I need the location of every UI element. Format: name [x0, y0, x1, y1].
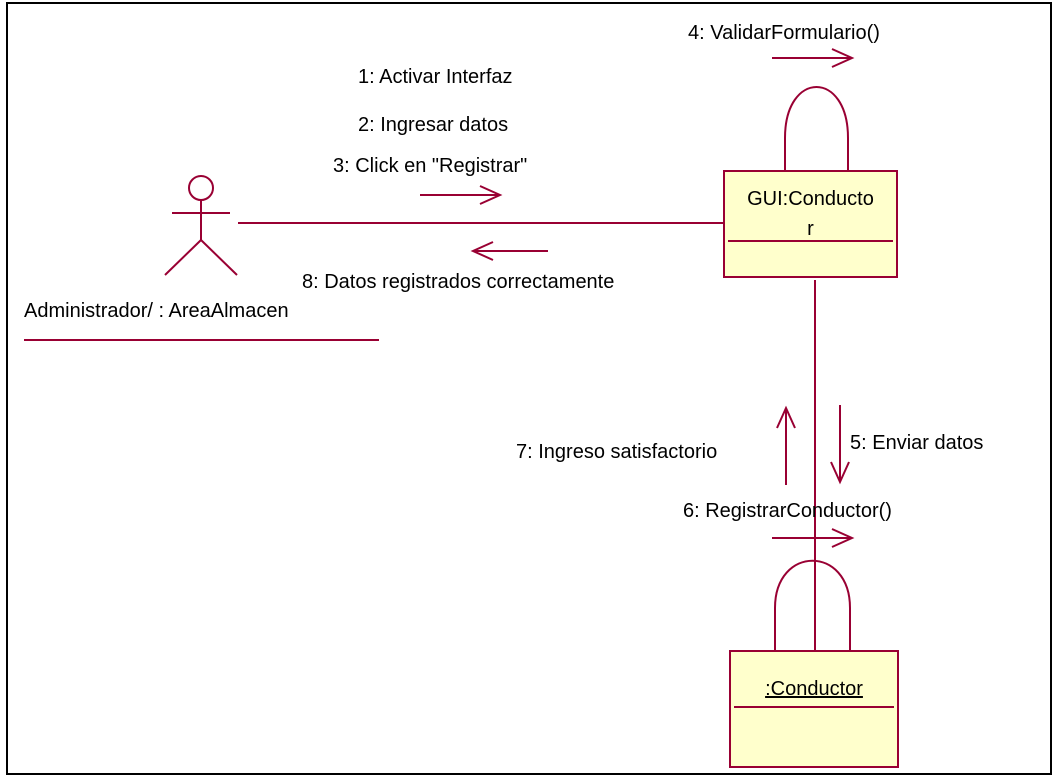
- arrow-msg7-head: [776, 405, 796, 429]
- message-label-6: 6: RegistrarConductor(): [683, 500, 892, 522]
- entity-self-link: [774, 559, 851, 650]
- arrow-msg3-head: [479, 185, 503, 205]
- entity-object-box[interactable]: :Conductor: [729, 650, 899, 768]
- arrow-msg6-head: [831, 528, 855, 548]
- message-label-1: 1: Activar Interfaz: [358, 66, 513, 88]
- message-label-2: 2: Ingresar datos: [358, 114, 509, 136]
- gui-object-name-line1: GUI:Conducto: [747, 188, 874, 210]
- entity-object-divider: [734, 706, 894, 708]
- diagram-frame: [6, 2, 1052, 775]
- actor-name[interactable]: Administrador/ : AreaAlmacen: [24, 300, 289, 322]
- gui-object-box[interactable]: GUI:Conducto r: [723, 170, 898, 278]
- message-label-4: 4: ValidarFormulario(): [688, 22, 880, 44]
- message-label-8: 8: Datos registrados correctamente: [302, 271, 615, 293]
- gui-object-name-line2: r: [807, 218, 814, 240]
- message-label-5: 5: Enviar datos: [850, 432, 984, 454]
- message-label-3: 3: Click en "Registrar": [333, 155, 528, 177]
- entity-object-name: :Conductor: [765, 678, 863, 700]
- message-label-7: 7: Ingreso satisfactorio: [516, 441, 718, 463]
- arrow-msg4-head: [831, 48, 855, 68]
- arrow-msg8-head: [470, 241, 494, 261]
- gui-self-link: [784, 86, 849, 170]
- actor-head: [188, 175, 214, 201]
- actor-right-leg: [200, 239, 238, 276]
- actor-left-leg: [164, 239, 202, 276]
- gui-object-divider: [728, 240, 893, 242]
- arrow-msg5-head: [830, 461, 850, 485]
